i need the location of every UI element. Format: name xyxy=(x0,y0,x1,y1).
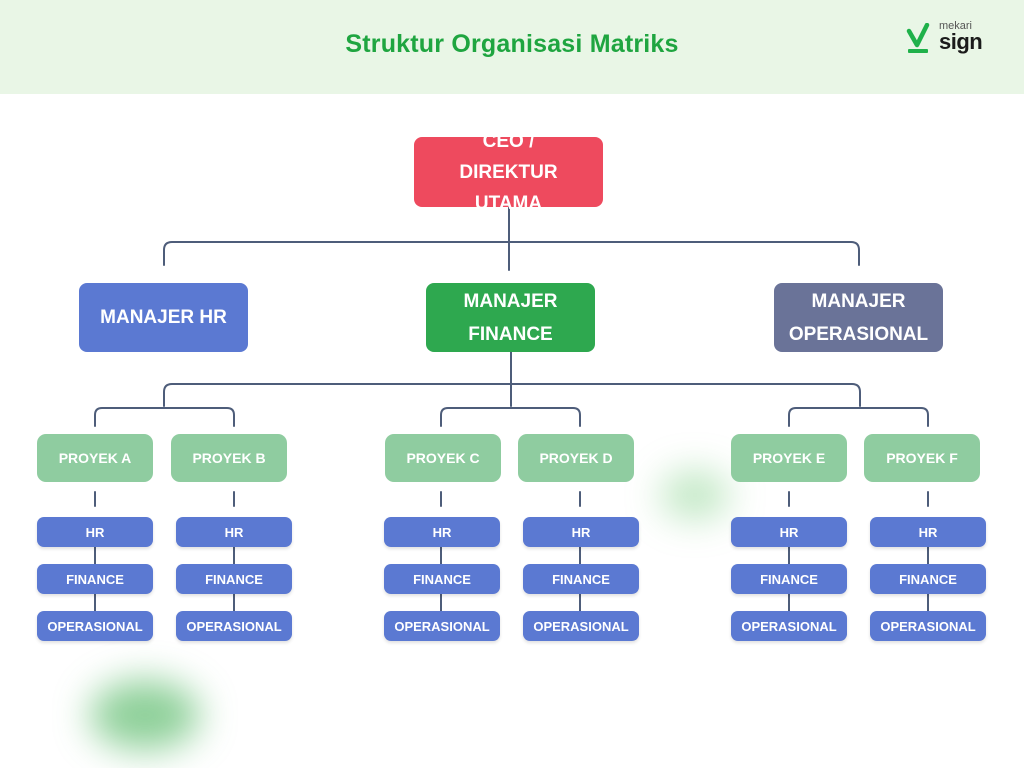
check-icon xyxy=(906,23,930,53)
unit-finance-node: FINANCE xyxy=(37,564,153,594)
decorative-blob xyxy=(660,470,730,520)
project-label: PROYEK A xyxy=(58,450,132,466)
project-label: PROYEK F xyxy=(886,450,958,466)
unit-operasional-node: OPERASIONAL xyxy=(731,611,847,641)
unit-finance-node: FINANCE xyxy=(176,564,292,594)
unit-hr-node: HR xyxy=(731,517,847,547)
logo-text-small: mekari xyxy=(939,20,973,32)
header-banner: Struktur Organisasi Matriks mekari sign xyxy=(0,0,1024,94)
unit-operasional-node: OPERASIONAL xyxy=(37,611,153,641)
project-node: PROYEK D xyxy=(518,434,634,482)
unit-operasional-node: OPERASIONAL xyxy=(176,611,292,641)
decorative-blob xyxy=(90,680,200,750)
manager-operasional-node: MANAJER OPERASIONAL xyxy=(774,283,943,352)
unit-hr-node: HR xyxy=(384,517,500,547)
unit-hr-node: HR xyxy=(870,517,986,547)
page-title: Struktur Organisasi Matriks xyxy=(345,30,679,58)
project-label: PROYEK D xyxy=(539,450,613,466)
project-label: PROYEK B xyxy=(192,450,266,466)
unit-finance-node: FINANCE xyxy=(870,564,986,594)
project-label: PROYEK C xyxy=(406,450,480,466)
unit-hr-node: HR xyxy=(37,517,153,547)
unit-operasional-node: OPERASIONAL xyxy=(523,611,639,641)
unit-operasional-node: OPERASIONAL xyxy=(384,611,500,641)
project-node: PROYEK F xyxy=(864,434,980,482)
unit-operasional-node: OPERASIONAL xyxy=(870,611,986,641)
unit-hr-node: HR xyxy=(176,517,292,547)
manager-finance-node: MANAJER FINANCE xyxy=(426,283,595,352)
logo-text-big: sign xyxy=(939,29,983,54)
project-node: PROYEK E xyxy=(731,434,847,482)
unit-finance-node: FINANCE xyxy=(523,564,639,594)
unit-hr-node: HR xyxy=(523,517,639,547)
mekari-sign-logo: mekari sign xyxy=(906,20,996,60)
project-node: PROYEK B xyxy=(171,434,287,482)
ceo-node: CEO / DIREKTUR UTAMA xyxy=(414,131,603,214)
unit-finance-node: FINANCE xyxy=(384,564,500,594)
unit-finance-node: FINANCE xyxy=(731,564,847,594)
project-node: PROYEK A xyxy=(37,434,153,482)
project-label: PROYEK E xyxy=(752,450,826,466)
project-node: PROYEK C xyxy=(385,434,501,482)
manager-hr-node: MANAJER HR xyxy=(79,283,248,352)
